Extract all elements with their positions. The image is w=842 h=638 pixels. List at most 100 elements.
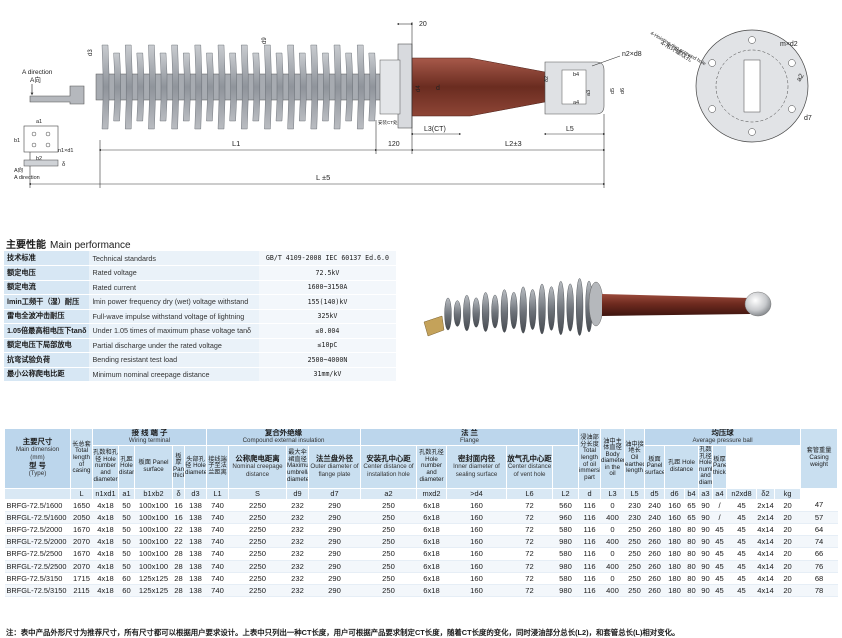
value-cell: 68: [800, 572, 838, 585]
shed: [345, 52, 353, 122]
value-cell: 45: [726, 584, 757, 598]
value-cell: 180: [664, 560, 685, 573]
performance-en-cell: Bending resistant test load: [89, 352, 259, 368]
value-cell: 116: [578, 547, 601, 561]
value-cell: 250: [360, 499, 417, 512]
value-cell: 232: [286, 523, 309, 537]
shed: [206, 52, 214, 122]
value-cell: 260: [644, 547, 665, 561]
value-cell: /: [712, 511, 727, 524]
ball-hn-header: 孔数孔径 Hole number and diameter: [698, 445, 713, 489]
value-cell: 160: [446, 499, 507, 512]
shed: [310, 44, 318, 130]
value-cell: 6x18: [416, 535, 447, 549]
value-cell: 250: [624, 523, 645, 537]
photo-shed: [463, 295, 471, 331]
value-cell: 6x18: [416, 560, 447, 573]
flange-end-view: [695, 29, 809, 143]
performance-en-cell: Rated voltage: [89, 265, 259, 281]
value-cell: 116: [578, 572, 601, 585]
value-cell: 160: [446, 523, 507, 537]
performance-val-cell: ≤0.004: [258, 323, 396, 339]
value-cell: 72: [506, 499, 553, 512]
value-cell: 90: [698, 584, 713, 598]
shed: [368, 52, 376, 122]
symbol-cell: d9: [286, 487, 309, 500]
value-cell: 65: [684, 511, 699, 524]
model-cell: BRFG-72.5/2500: [4, 547, 71, 561]
symbol-cell: S: [228, 487, 287, 500]
value-cell: 116: [578, 584, 601, 598]
value-cell: 138: [184, 560, 207, 573]
value-cell: 116: [578, 511, 601, 524]
performance-en-cell: Partial discharge under the rated voltag…: [89, 338, 259, 353]
value-cell: 72: [506, 511, 553, 524]
terminal-section-view: [23, 125, 59, 167]
photo-shed: [500, 289, 509, 333]
model-cell: BRFGL-72.5/3150: [4, 584, 71, 598]
value-cell: 290: [308, 547, 361, 561]
photo-shed: [472, 297, 480, 328]
value-cell: 138: [184, 547, 207, 561]
value-cell: 80: [684, 535, 699, 549]
value-cell: 4x14: [756, 572, 775, 585]
value-cell: 290: [308, 572, 361, 585]
ball-thick-header: 板厚 Panel thickness: [712, 445, 727, 489]
model-cell: BRFGL-72.5/1600: [4, 511, 71, 524]
value-cell: 1670: [70, 547, 93, 561]
value-cell: 260: [644, 572, 665, 585]
shed: [287, 44, 295, 130]
value-cell: 160: [446, 511, 507, 524]
value-cell: 138: [184, 584, 207, 598]
performance-zh-cell: 抗弯试验负荷: [4, 352, 90, 368]
value-cell: 28: [172, 584, 185, 598]
value-cell: 4x18: [92, 511, 119, 524]
performance-zh-cell: 技术标准: [4, 251, 90, 266]
value-cell: 80: [684, 584, 699, 598]
label-a2: a2: [796, 73, 806, 83]
symbol-cell: δ: [172, 487, 185, 500]
label-120: 120: [388, 141, 400, 148]
value-cell: 180: [664, 535, 685, 549]
value-cell: 20: [774, 499, 801, 512]
performance-zh-cell: 额定电流: [4, 280, 90, 295]
value-cell: 138: [184, 523, 207, 537]
shed: [264, 44, 272, 130]
value-cell: 100x100: [134, 523, 173, 537]
value-cell: 90: [698, 547, 713, 561]
performance-val-cell: 325kV: [258, 309, 396, 324]
label-L: L ±5: [316, 173, 330, 182]
value-cell: 45: [726, 523, 757, 537]
value-cell: 160: [446, 572, 507, 585]
value-cell: 232: [286, 547, 309, 561]
value-cell: 20: [774, 523, 801, 537]
value-cell: 72: [506, 535, 553, 549]
ct-label: 安装CT处: [378, 119, 398, 126]
value-cell: 290: [308, 523, 361, 537]
value-cell: 250: [360, 511, 417, 524]
performance-title-zh: 主要性能: [6, 240, 46, 251]
value-cell: 0: [600, 547, 625, 561]
photo-shed: [538, 283, 546, 335]
value-cell: 6x18: [416, 499, 447, 512]
value-cell: 28: [172, 560, 185, 573]
photo-shed: [547, 286, 555, 331]
value-cell: 4x18: [92, 547, 119, 561]
value-cell: 138: [184, 499, 207, 512]
a-direction-bottom: A direction: [14, 175, 40, 181]
value-cell: 740: [206, 547, 229, 561]
value-cell: 116: [578, 535, 601, 549]
value-cell: 100x100: [134, 560, 173, 573]
symbol-cell: [4, 487, 71, 500]
value-cell: 250: [624, 584, 645, 598]
performance-val-cell: 2500~4000N: [258, 352, 396, 368]
value-cell: 580: [552, 547, 579, 561]
symbol-cell: n2xd8: [726, 487, 757, 500]
flange-holes: [708, 36, 796, 136]
label-a4: a4: [573, 100, 579, 106]
label-b1: b1: [14, 138, 20, 144]
flange-hole: [708, 59, 716, 67]
